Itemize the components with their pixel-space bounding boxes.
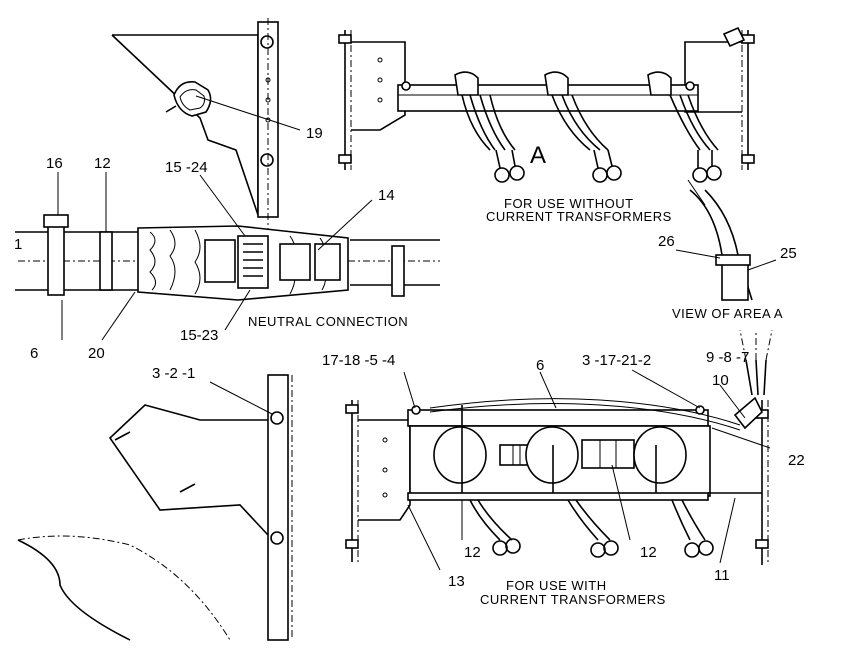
callout-19: 19: [306, 125, 323, 142]
callout-a: A: [530, 142, 546, 169]
callout-15-24: 15 -24: [165, 159, 208, 176]
caption-neutral-connection: NEUTRAL CONNECTION: [248, 314, 408, 329]
callout-14: 14: [378, 187, 395, 204]
caption-without-line1: FOR USE WITHOUT: [504, 196, 634, 211]
callout-25: 25: [780, 245, 797, 262]
callout-12-bottom-right: 12: [640, 544, 657, 561]
callout-15-23: 15-23: [180, 327, 218, 344]
callout-3-2-1: 3 -2 -1: [152, 365, 195, 382]
callout-20: 20: [88, 345, 105, 362]
assembly-without-transformers: [338, 26, 755, 206]
callout-11: 11: [714, 567, 730, 584]
top-left-bracket-detail: [111, 18, 301, 230]
transformer-row: [433, 426, 687, 484]
caption-with-line2: CURRENT TRANSFORMERS: [480, 592, 666, 607]
caption-labels: FOR USE WITHOUT CURRENT TRANSFORMERS FOR…: [248, 196, 783, 607]
callout-12-bottom-left: 12: [464, 544, 481, 561]
caption-view-of-area-a: VIEW OF AREA A: [672, 306, 783, 321]
callout-6-left: 6: [30, 345, 38, 362]
neutral-left-mark: 1: [14, 236, 22, 253]
cable-group-2: [544, 71, 622, 183]
caption-without-line2: CURRENT TRANSFORMERS: [486, 209, 672, 224]
callout-labels: 19 16 12 15 -24 14 6 20 15-23 26 25 3 -2…: [30, 125, 805, 590]
callout-16: 16: [46, 155, 63, 172]
neutral-connection-detail: 1: [14, 172, 440, 341]
callout-22: 22: [788, 452, 805, 469]
cable-clamp-icon: [715, 254, 751, 266]
callout-6-mid: 6: [536, 357, 544, 374]
caption-with-line1: FOR USE WITH: [506, 578, 607, 593]
callout-17-18-5-4: 17-18 -5 -4: [322, 352, 395, 369]
callout-13: 13: [448, 573, 465, 590]
bottom-left-bracket-detail: [17, 374, 293, 641]
assembly-with-transformers: [345, 329, 773, 571]
neutral-terminal-icon: [237, 235, 269, 289]
view-of-area-a: [675, 189, 777, 301]
callout-12-top: 12: [94, 155, 111, 172]
callout-9-8-7: 9 -8 -7: [706, 349, 749, 366]
callout-26: 26: [658, 233, 675, 250]
callout-10: 10: [712, 372, 729, 389]
cable-group-3: [647, 71, 722, 183]
callout-3-17-21-2: 3 -17-21-2: [582, 352, 651, 369]
cable-group-1: [454, 71, 525, 183]
